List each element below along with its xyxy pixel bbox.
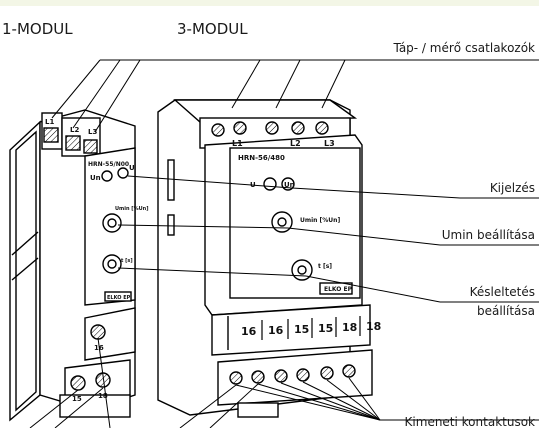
module3-label: 3-MODUL xyxy=(177,20,248,38)
umin-label: Umin beállítása xyxy=(442,228,535,242)
small-term-l3: L3 xyxy=(88,128,97,136)
output-number: 15 xyxy=(294,323,309,336)
small-term-l1: L1 xyxy=(45,118,54,126)
big-model: HRN-56/480 xyxy=(238,154,285,162)
outputs-label: Kimeneti kontaktusok xyxy=(405,415,535,428)
callout-supply-lines xyxy=(51,59,539,133)
small-scale-t: t [s] xyxy=(121,258,133,264)
callout-display-lines xyxy=(127,175,539,199)
output-number: 18 xyxy=(366,320,381,333)
small-term-18: 18 xyxy=(98,392,108,400)
device-1-module xyxy=(9,109,136,422)
output-separators xyxy=(261,316,361,340)
supply-label: Táp- / mérő csatlakozók xyxy=(392,41,535,55)
small-model: HRN-55/N00 xyxy=(88,161,129,168)
delay-label-line1: Késleltetés xyxy=(470,285,535,299)
module1-label: 1-MODUL xyxy=(2,20,73,38)
big-scale-t: t [s] xyxy=(318,263,332,270)
delay-label-line2: beállítása xyxy=(477,304,535,318)
output-number: 15 xyxy=(318,322,333,335)
output-number: 16 xyxy=(241,325,257,338)
big-brand: ELKO EP xyxy=(324,286,353,293)
small-scale-umin: Umin [%Un] xyxy=(115,206,148,212)
callout-delay-lines xyxy=(117,267,539,303)
big-scale-umin: Umin [%Un] xyxy=(300,217,340,224)
big-led-un: Un xyxy=(284,181,295,189)
callout-output-lines xyxy=(29,337,539,428)
device-3-module xyxy=(157,99,373,418)
output-numbers: 16 16 15 15 18 18 xyxy=(241,320,381,338)
big-term-l2: L2 xyxy=(290,139,301,148)
small-led-u: U xyxy=(129,164,135,172)
small-term-l2: L2 xyxy=(70,126,79,134)
big-term-l1: L1 xyxy=(232,139,243,148)
output-number: 18 xyxy=(342,321,357,334)
top-band xyxy=(0,0,539,6)
display-label: Kijelzés xyxy=(490,181,535,195)
small-brand: ELKO EP xyxy=(107,295,131,301)
callout-umin-lines xyxy=(117,224,539,246)
small-term-15: 15 xyxy=(72,395,82,403)
big-term-l3: L3 xyxy=(324,139,335,148)
small-led-un: Un xyxy=(90,174,101,182)
output-number: 16 xyxy=(268,324,284,337)
